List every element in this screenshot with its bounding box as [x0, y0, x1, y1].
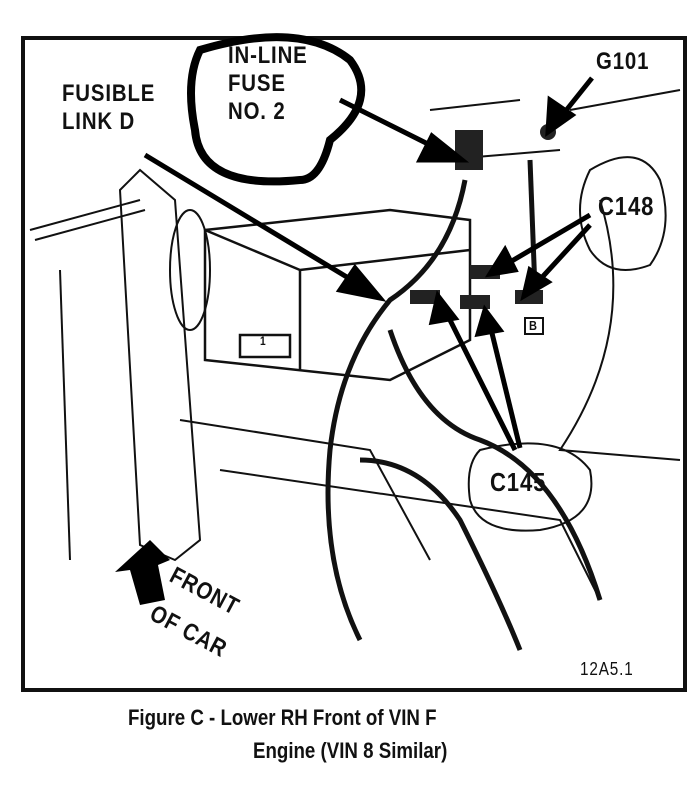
c148-callout-outline — [579, 156, 667, 271]
wiring-harness — [325, 159, 603, 651]
battery-tag: 1 — [260, 334, 267, 348]
fender-lines — [29, 89, 681, 601]
figure-code: 12A5.1 — [580, 659, 634, 679]
figure-caption-line2: Engine (VIN 8 Similar) — [253, 738, 448, 763]
front-arrow-icon — [115, 540, 170, 605]
ground-g101-label: G101 — [596, 48, 650, 75]
connector-tag-b: B — [529, 318, 538, 333]
fusible-link-label: FUSIBLE LINK D — [62, 80, 156, 135]
connector-c145-label: C145 — [490, 467, 547, 497]
battery — [203, 208, 472, 382]
inline-fuse-callout-outline — [187, 33, 366, 186]
figure-caption-line1: Figure C - Lower RH Front of VIN F — [128, 705, 437, 730]
pointer-arrows — [143, 76, 594, 452]
inline-fuse-label: IN-LINE FUSE NO. 2 — [228, 42, 308, 125]
connector-c148-label: C148 — [598, 191, 655, 221]
c145-callout-outline — [467, 442, 593, 532]
figure-frame — [21, 36, 687, 692]
